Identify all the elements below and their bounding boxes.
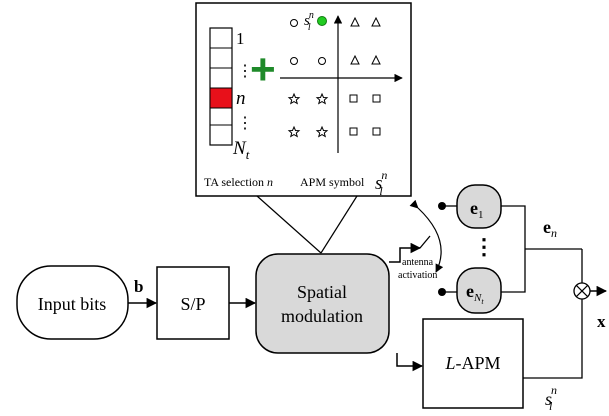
constellation-star-point [287, 92, 301, 105]
constellation-triangle-point [371, 16, 381, 27]
index-dots-lower: ⋮ [237, 115, 253, 132]
lapm-block [422, 318, 524, 409]
selected-constellation-point [317, 16, 327, 26]
multiplier-node [573, 282, 591, 300]
arrow-sm-to-lapm [396, 353, 424, 372]
input-bits-label: Input bits [38, 294, 107, 314]
constellation-triangle-point [350, 54, 360, 65]
constellation-circle-point [290, 19, 298, 27]
index-dots-upper: ⋮ [237, 63, 253, 80]
e1-terminal [438, 202, 446, 210]
constellation-star-point [287, 125, 301, 138]
constellation-axes [280, 15, 403, 153]
constellation-circle-point [290, 57, 298, 65]
constellation-triangle-point [350, 16, 360, 27]
index-n-label: n [236, 88, 246, 109]
lapm-to-multiplier-line [523, 299, 583, 379]
eN-node [456, 267, 502, 314]
antenna-activation-label-line2: activation [398, 270, 437, 281]
selected-antenna-cell [209, 87, 233, 109]
output-x-label: x [597, 312, 606, 331]
constellation-points [287, 16, 381, 138]
apm-symbol-caption: APM symbol [300, 175, 365, 189]
eN-label: eNt [466, 281, 484, 306]
antenna-activation-label-line1: antenna [402, 257, 434, 268]
plus-sign: + [250, 45, 276, 94]
spatial-modulation-label-line2: modulation [281, 306, 363, 326]
ta-selection-caption: TA selection n [204, 175, 273, 189]
spatial-modulation-block [255, 253, 390, 354]
constellation-square-point [372, 127, 381, 136]
constellation-square-point [349, 94, 358, 103]
e1-node [456, 184, 502, 229]
eN-terminal [438, 288, 446, 296]
en-merge-lines [501, 205, 526, 293]
inset-callout-lines [256, 195, 358, 254]
index-last-label: Nt [232, 138, 250, 162]
sp-block [156, 266, 230, 340]
constellation-star-point [315, 125, 329, 138]
lapm-label: L-APM [444, 353, 500, 373]
constellation-star-point [315, 92, 329, 105]
index-first-label: 1 [236, 29, 245, 48]
bitstream-b-label: b [134, 277, 143, 296]
constellation-square-point [372, 94, 381, 103]
constellation-circle-point [318, 57, 326, 65]
en-label: en [543, 217, 557, 240]
constellation-square-point [349, 127, 358, 136]
antenna-vectors-dots: ⋮ [473, 234, 495, 259]
inset-panel: 1 ⋮ n ⋮ Nt + [195, 2, 412, 198]
antenna-index-column [209, 27, 233, 146]
spatial-modulation-label-line1: Spatial [297, 282, 347, 302]
sp-label: S/P [180, 294, 205, 314]
e1-label: e1 [470, 198, 484, 221]
antenna-switch-arc [409, 199, 444, 273]
constellation-triangle-point [371, 54, 381, 65]
antenna-switch-stub [419, 235, 431, 249]
